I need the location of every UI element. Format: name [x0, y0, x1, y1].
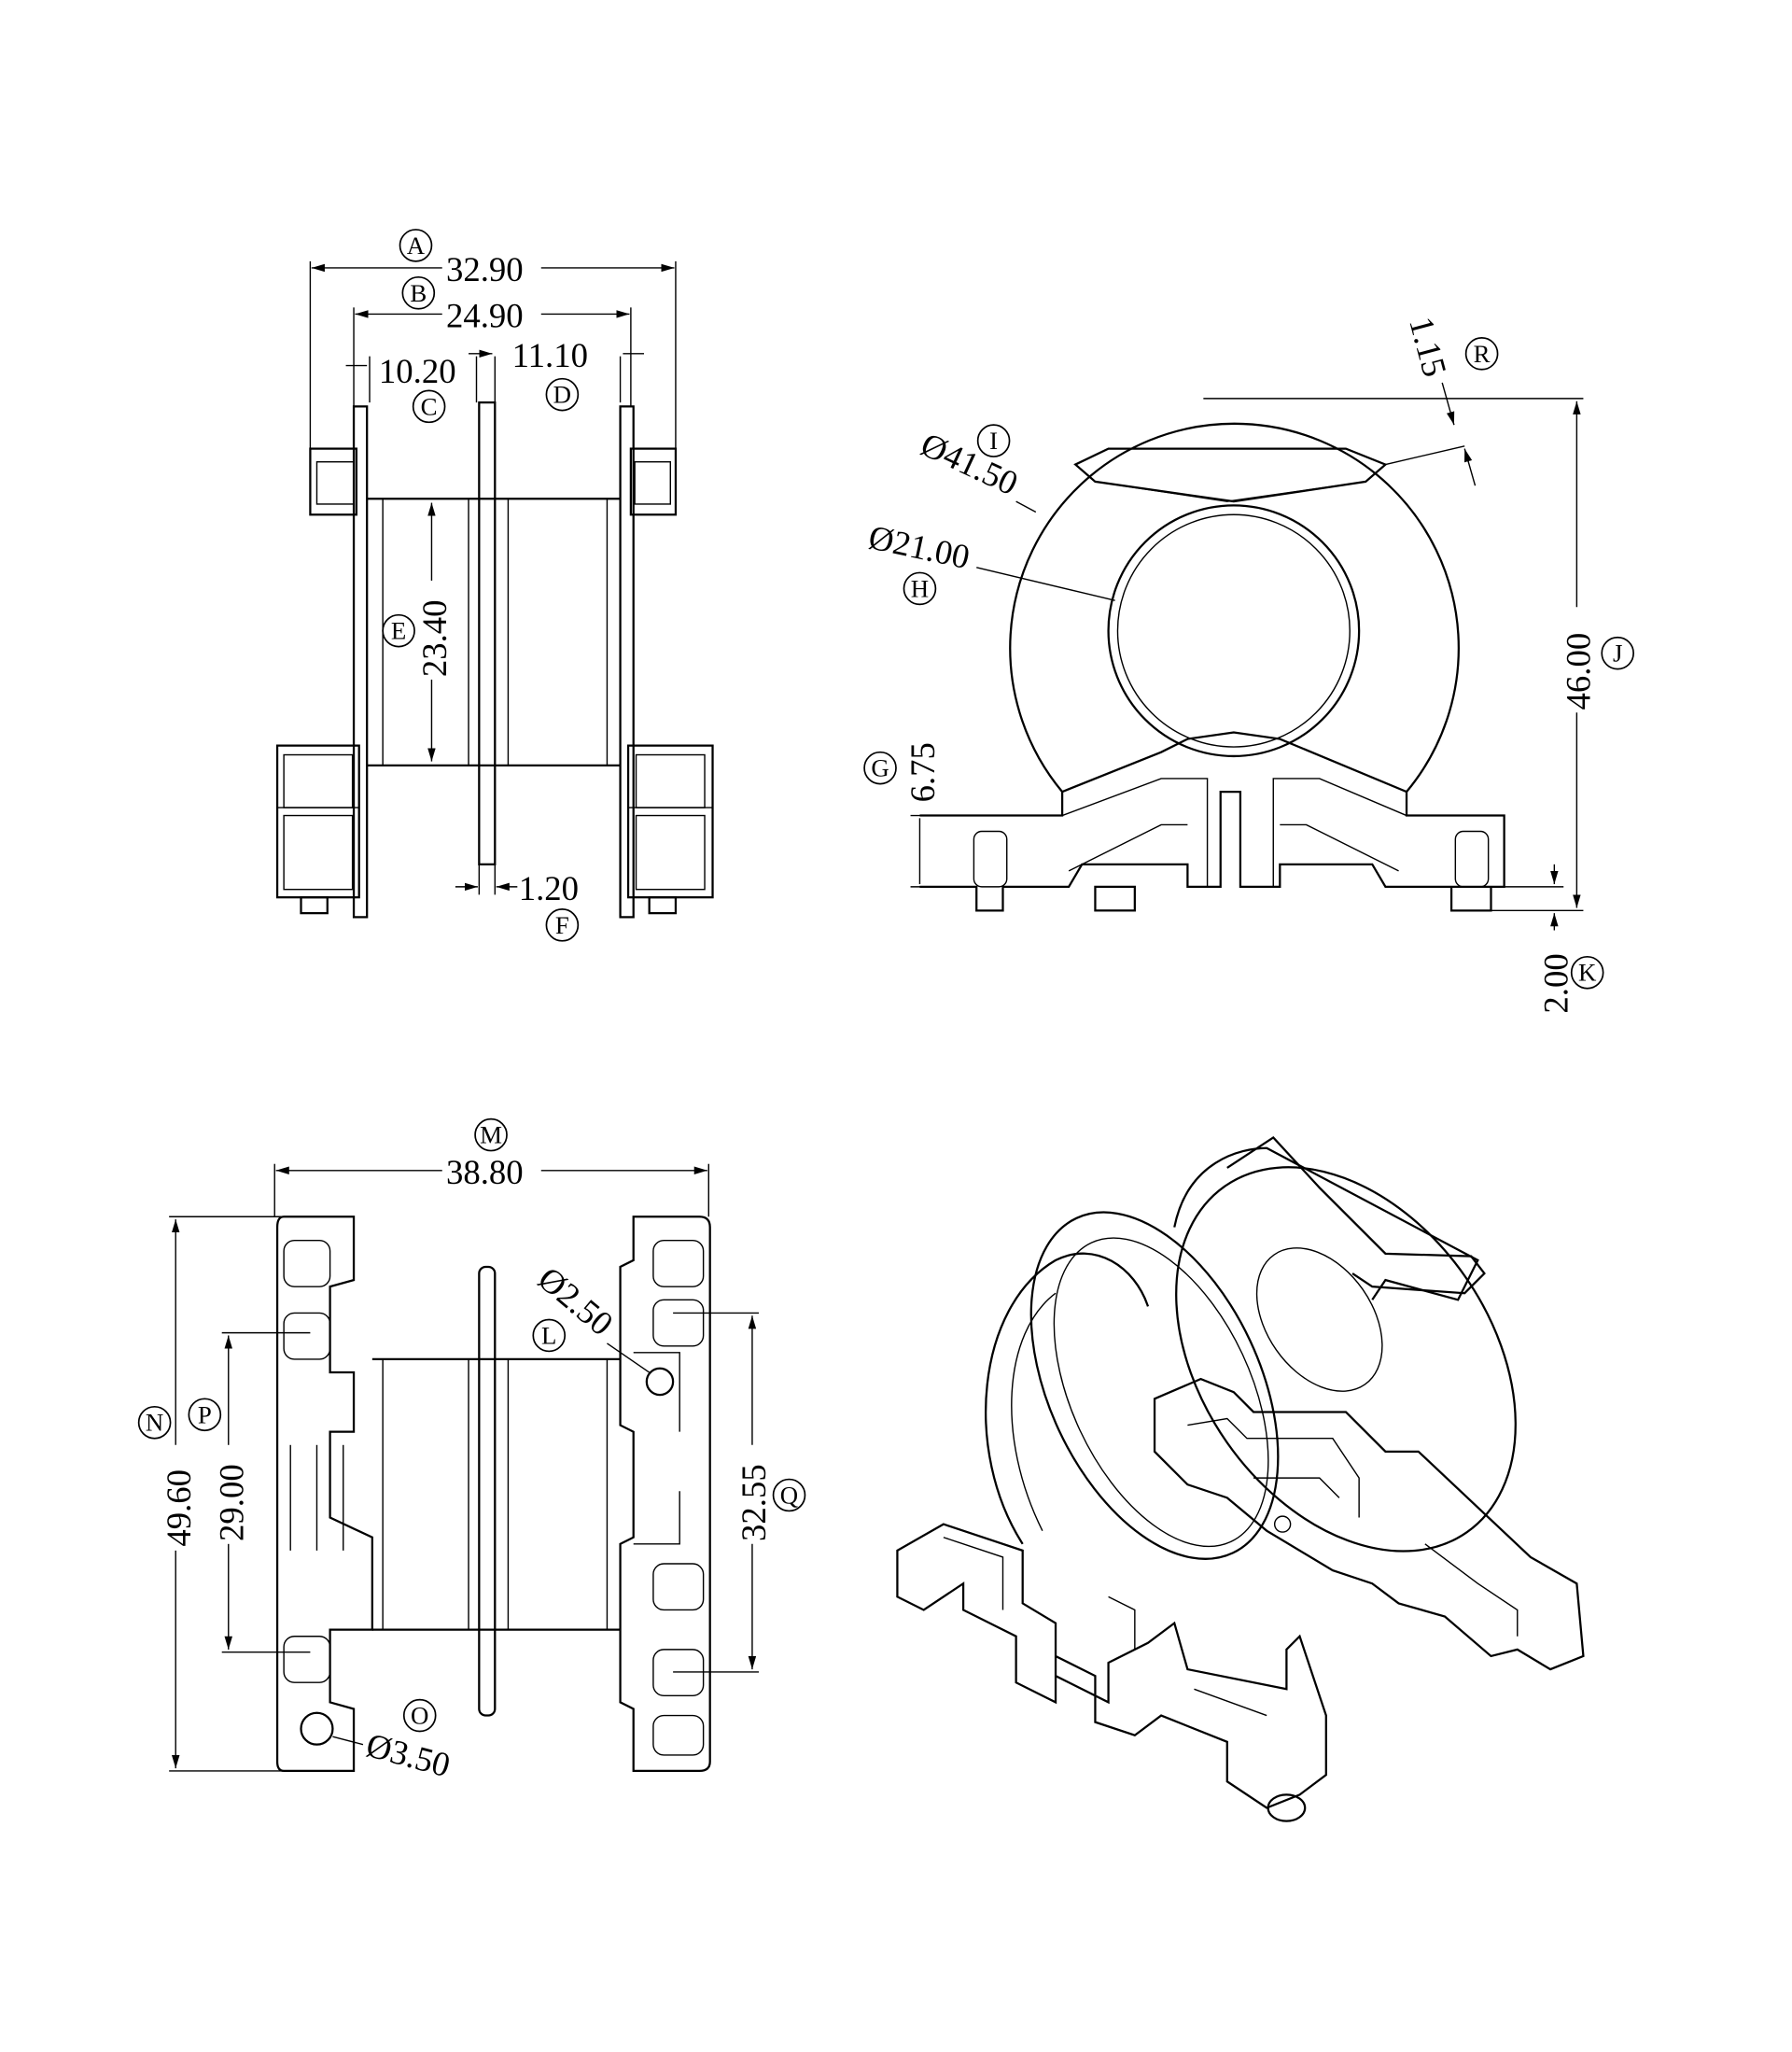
- dimension-b-value: 24.90: [446, 297, 524, 335]
- right-flange: [619, 405, 714, 919]
- dimension-n-value: 49.60: [160, 1469, 198, 1547]
- dimension-h: Ø21.00 H: [865, 517, 1115, 606]
- dimension-k: 2.00 K: [1504, 864, 1604, 1014]
- dimension-g-value: 6.75: [903, 742, 942, 802]
- dimension-c: 10.20 C: [345, 352, 478, 424]
- dimension-a-label: A: [407, 232, 426, 260]
- dimension-n-label: N: [146, 1409, 163, 1437]
- dimension-q-label: Q: [780, 1482, 798, 1510]
- dimension-g-label: G: [871, 754, 889, 782]
- dimension-q: 32.55 Q: [673, 1312, 806, 1673]
- dimension-j-label: J: [1613, 639, 1622, 668]
- dimension-p-value: 29.00: [212, 1464, 250, 1541]
- dimension-k-value: 2.00: [1536, 953, 1575, 1013]
- dimension-d: 11.10 D: [469, 336, 645, 412]
- isometric-view: [896, 1135, 1585, 1822]
- dimension-e: 23.40 E: [382, 502, 454, 762]
- left-rail: [275, 1216, 373, 1773]
- dimension-f-label: F: [555, 911, 569, 939]
- left-flange: [275, 405, 369, 919]
- dimension-c-label: C: [421, 392, 438, 420]
- dimension-n: 49.60 N: [137, 1216, 285, 1772]
- dimension-j-value: 46.00: [1560, 633, 1598, 710]
- dimension-q-value: 32.55: [735, 1464, 773, 1541]
- dimension-o-value: Ø3.50: [362, 1725, 454, 1784]
- dimension-c-value: 10.20: [379, 352, 456, 390]
- core-body: [371, 1265, 621, 1717]
- base-rail: [919, 731, 1505, 912]
- dimension-m: 38.80 M: [273, 1117, 709, 1217]
- dimension-o-label: O: [411, 1702, 428, 1730]
- dimension-h-value: Ø21.00: [865, 517, 973, 576]
- dimension-i: Ø41.50 I: [916, 424, 1037, 513]
- dimension-a-value: 32.90: [446, 250, 524, 288]
- dimension-r-label: R: [1474, 340, 1491, 368]
- dimension-g: 6.75 G: [863, 742, 977, 888]
- dimension-e-value: 23.40: [415, 599, 454, 677]
- dimension-m-label: M: [480, 1121, 502, 1149]
- dimension-i-label: I: [989, 427, 998, 455]
- dimension-a: 32.90 A: [309, 229, 677, 449]
- dimension-b-label: B: [410, 279, 427, 307]
- dimension-j: 46.00 J: [1203, 398, 1634, 912]
- dimension-b: 24.90 B: [353, 275, 632, 407]
- dimension-p: 29.00 P: [188, 1331, 311, 1653]
- dimension-f-value: 1.20: [519, 869, 579, 907]
- right-rail: [619, 1216, 711, 1773]
- dimension-m-value: 38.80: [446, 1153, 524, 1191]
- middle-flange: [478, 401, 497, 865]
- dimension-p-label: P: [198, 1400, 212, 1428]
- bottom-view: 38.80 M 49.60 N 29.00 P 32.55: [137, 1117, 806, 1784]
- dimension-h-label: H: [911, 574, 929, 602]
- front-view: 46.00 J 6.75 G 2.00 K 1.15 R: [863, 313, 1634, 1014]
- dimension-r-value: 1.15: [1402, 313, 1454, 381]
- dimension-l-label: L: [541, 1321, 556, 1349]
- dimension-d-label: D: [553, 381, 571, 409]
- dimension-f: 1.20 F: [455, 864, 580, 942]
- side-view: 32.90 A 24.90 B 10.20 C 11.10: [275, 229, 714, 942]
- dimension-e-label: E: [391, 617, 406, 645]
- dimension-l: Ø2.50 L: [531, 1259, 651, 1373]
- dimension-d-value: 11.10: [512, 336, 588, 374]
- dimension-k-label: K: [1578, 959, 1597, 987]
